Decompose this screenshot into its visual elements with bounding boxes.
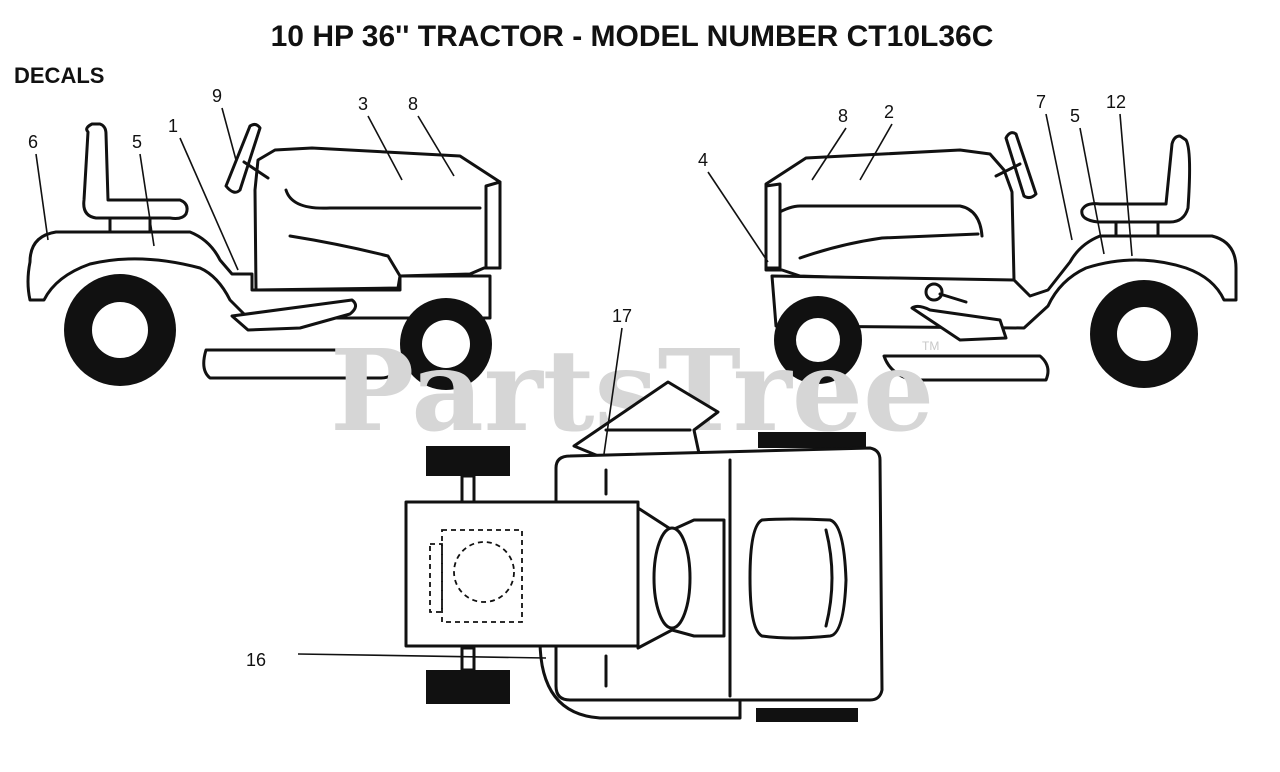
footrest [230,298,357,332]
front-left-wheel [426,446,510,476]
callout-right-4: 4 [698,150,708,170]
steering-column [994,162,1022,178]
seat [82,122,189,220]
rear-wheel-hub [1117,307,1171,361]
seat-post [1114,220,1160,238]
callout-top-16: 16 [246,650,266,670]
top-view-tractor: 17 16 [246,306,884,722]
rear-fender [770,234,1238,330]
callout-left-3: 3 [358,94,368,114]
callout-right-12: 12 [1106,92,1126,112]
left-side-tractor: 6 5 1 9 3 8 [26,86,502,390]
callout-right-2: 2 [884,102,894,122]
seat-top [748,517,848,640]
callout-top-17: 17 [612,306,632,326]
lift-lever [938,292,968,304]
right-side-tractor: 4 8 2 7 5 12 [698,92,1238,388]
callout-left-5: 5 [132,132,142,152]
callout-left-8: 8 [408,94,418,114]
lift-lever-knob [924,282,944,302]
grille [764,182,782,270]
callout-left-1: 1 [168,116,178,136]
mower-deck [202,348,398,380]
engine-side-outline [429,543,443,613]
diagram-title: 10 HP 36'' TRACTOR - MODEL NUMBER CT10L3… [271,20,994,53]
callout-right-8: 8 [838,106,848,126]
steering-wheel [1004,131,1038,200]
rear-right-wheel [756,708,858,722]
section-label: DECALS [14,63,104,88]
trademark: TM [922,339,939,353]
callout-right-7: 7 [1036,92,1046,112]
rear-fender [26,230,492,320]
air-filter-outline [453,541,515,603]
front-axle-upper [460,474,476,506]
footrest [910,304,1008,342]
front-wheel-hub [796,318,840,362]
seat-post [108,216,152,234]
callout-left-6: 6 [28,132,38,152]
rear-wheel-hub [92,302,148,358]
hood-lines [284,188,482,278]
front-right-wheel [426,670,510,704]
hood-lines [774,204,984,260]
mower-deck [882,354,1050,382]
rear-left-wheel [758,432,866,448]
seat-curve [824,528,834,628]
steering-wheel-top [652,526,692,630]
hood [253,146,502,292]
callout-right-5: 5 [1070,106,1080,126]
steering-column [242,160,270,180]
front-axle-lower [460,646,476,672]
engine-outline [441,529,523,623]
seat [1080,134,1192,224]
steering-wheel [224,122,262,194]
front-wheel-hub [422,320,470,368]
hood-top [404,500,640,648]
callout-left-9: 9 [212,86,222,106]
grille [484,180,502,270]
